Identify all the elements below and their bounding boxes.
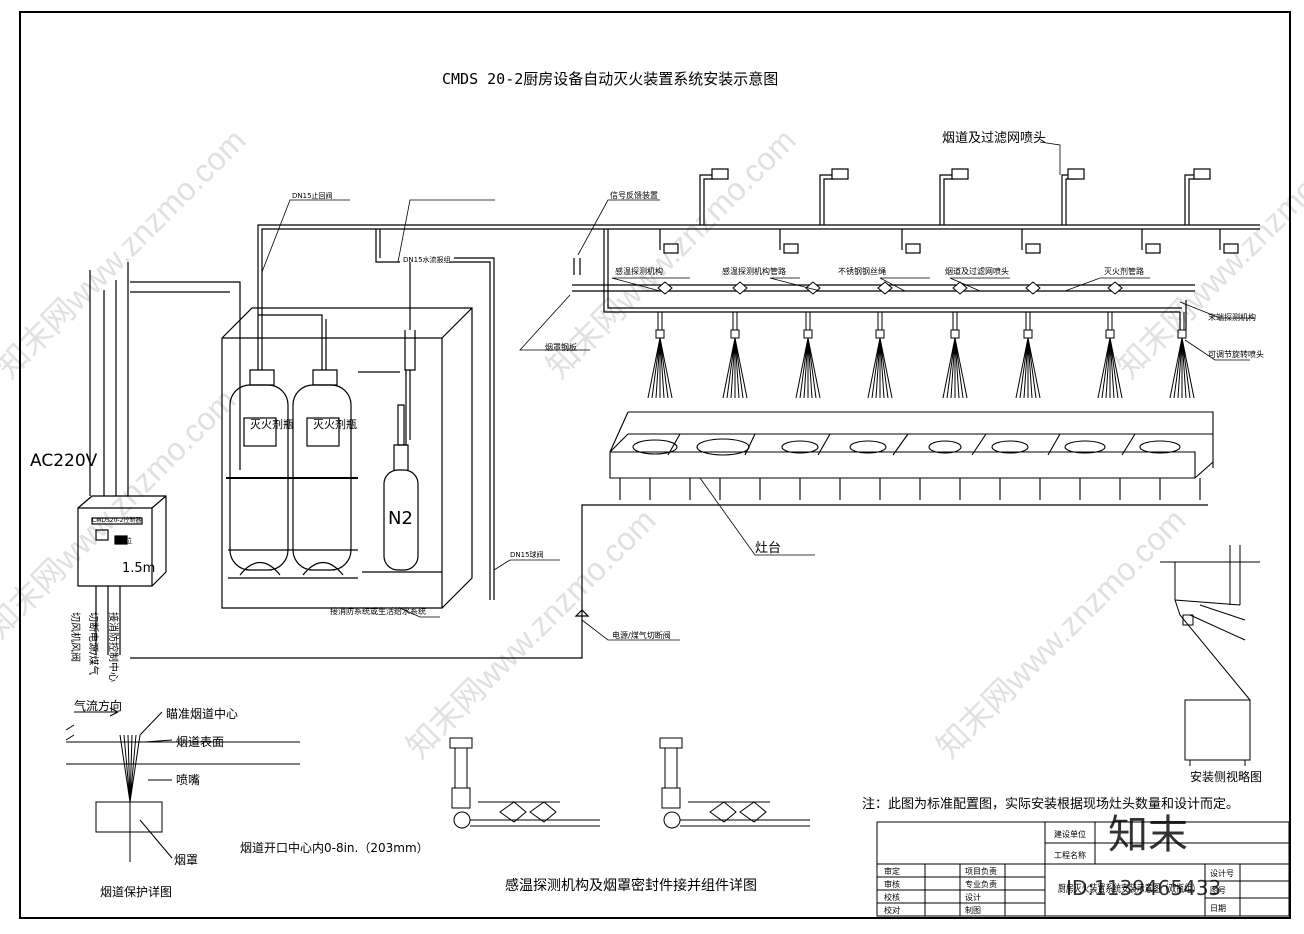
duct-detail-title: 烟道保护详图: [100, 884, 172, 899]
aim-label: 瞄准烟道中心: [166, 706, 238, 721]
signal-feedback-label: 信号反馈装置: [610, 190, 658, 200]
end-sensor-label: 末端探测机构: [1208, 312, 1256, 322]
tb-drawing-no: 图号: [1210, 886, 1226, 895]
drawing-border: [19, 11, 1291, 919]
nozzle-label: 喷嘴: [176, 773, 200, 787]
id-watermark: ID:1139465433: [1066, 876, 1221, 900]
stove: [609, 411, 1214, 500]
watermark-text: 知末网www.znzmo.com: [0, 382, 243, 645]
drop-nozzle: [1015, 312, 1041, 399]
tb-date: 日期: [1210, 904, 1226, 913]
tb-r4b: 制图: [965, 905, 981, 915]
tb-r2a: 审核: [884, 879, 900, 889]
steel-wire-label: 不锈钢钢丝绳: [838, 266, 886, 276]
fire-water-label: 接消防系统或生活给水系统: [330, 606, 426, 616]
tb-project: 工程名称: [1054, 850, 1086, 860]
duct-surface-label: 烟道表面: [176, 735, 224, 749]
hood-plate-label: 烟罩钢板: [545, 342, 577, 352]
drop-nozzle: [942, 312, 968, 399]
duct-opening-label: 烟道开口中心内0-8in.（203mm）: [240, 840, 429, 855]
hood-label: 烟罩: [174, 853, 198, 867]
tb-r4a: 校对: [884, 905, 900, 915]
heat-sensors: [657, 281, 1123, 295]
heat-sensor: [732, 281, 748, 295]
tb-r1b: 项目负责: [965, 866, 997, 876]
output-2: 切断电源/煤气: [87, 612, 100, 675]
drawing-title: CMDS 20-2厨房设备自动灭火装置系统安装示意图: [442, 70, 778, 88]
watermark-text: 知末网www.znzmo.com: [929, 502, 1192, 765]
panel-button: 复位: [118, 536, 132, 545]
n2-label: N2: [388, 508, 413, 529]
leader-lines: [261, 141, 1255, 641]
adj-head-label: 可调节旋转喷头: [1208, 349, 1264, 359]
tb-r3a: 校核: [884, 892, 900, 902]
output-3: 接消防控制中心: [107, 612, 120, 682]
tb-r1a: 审定: [884, 866, 900, 876]
drop-nozzles: [647, 312, 1195, 399]
side-view-sketch: [1160, 545, 1260, 766]
watermark-text: 知末网www.znzmo.com: [1109, 122, 1304, 385]
bottle-cabinet: [221, 307, 473, 609]
drop-nozzle: [795, 312, 821, 399]
top-nozzles: [659, 168, 1239, 254]
heat-sensor: [1107, 281, 1123, 295]
ext-pipe-label: 灭火剂管路: [1104, 266, 1144, 276]
output-1: 切风机风阀: [69, 612, 82, 662]
drop-nozzle: [647, 312, 673, 399]
bottle2-label: 灭火剂瓶: [313, 417, 357, 431]
tb-r2b: 专业负责: [965, 879, 997, 889]
ac-label: AC220V: [30, 451, 98, 471]
side-view-label: 安装侧视略图: [1190, 769, 1262, 784]
hood-nozzle-label: 烟道及过滤网喷头: [945, 266, 1009, 276]
brand-watermark: 知末: [1108, 812, 1188, 858]
bottle1-label: 灭火剂瓶: [250, 417, 294, 431]
dn15-ball-label: DN15球阀: [510, 550, 544, 559]
tb-r3b: 设计: [965, 892, 981, 902]
panel-name: CMDS20-2控制器: [92, 516, 141, 524]
height-label: 1.5m: [122, 561, 155, 576]
sensor-detail: [449, 737, 810, 829]
drop-nozzle: [867, 312, 893, 399]
heat-sensor: [952, 281, 968, 295]
drop-nozzle: [1097, 312, 1123, 399]
heat-sensor: [1025, 281, 1041, 295]
heat-sensor: [805, 281, 821, 295]
drop-nozzle: [722, 312, 748, 399]
sensor-detail-title: 感温探测机构及烟罩密封件接并组件详图: [505, 877, 757, 894]
nozzle-top-label: 烟道及过滤网喷头: [942, 131, 1046, 146]
stove-label: 灶台: [755, 541, 781, 556]
duct-detail: [65, 707, 300, 862]
check-valve-label: DN15止回阀: [292, 191, 333, 200]
power-gas-valve-label: 电源/煤气切断阀: [612, 630, 671, 640]
watermark-text: 知末网www.znzmo.com: [0, 122, 253, 385]
heat-sensor: [877, 281, 893, 295]
control-panel: [77, 262, 167, 655]
piping: [130, 224, 1260, 659]
sensor-pipe-label: 感温探测机构管路: [722, 266, 786, 276]
heat-sensor: [657, 281, 673, 295]
tb-drawing-name: 厨房灭火装置系统安装示意图（双瓶组）: [1058, 882, 1200, 895]
note: 注：此图为标准配置图，实际安装根据现场灶头数量和设计而定。: [862, 797, 1239, 812]
sensor-label: 感温探测机构: [615, 266, 663, 276]
tb-design-no: 设计号: [1210, 868, 1234, 878]
drop-nozzle: [1169, 312, 1195, 399]
watermark-layer: 知末网www.znzmo.com 知末网www.znzmo.com 知末网www…: [0, 122, 1304, 765]
tb-unit: 建设单位: [1054, 829, 1086, 839]
water-flow-label: DN15水流报组: [403, 255, 451, 264]
airflow-label: 气流方向: [74, 698, 122, 713]
title-block: [876, 821, 1290, 917]
